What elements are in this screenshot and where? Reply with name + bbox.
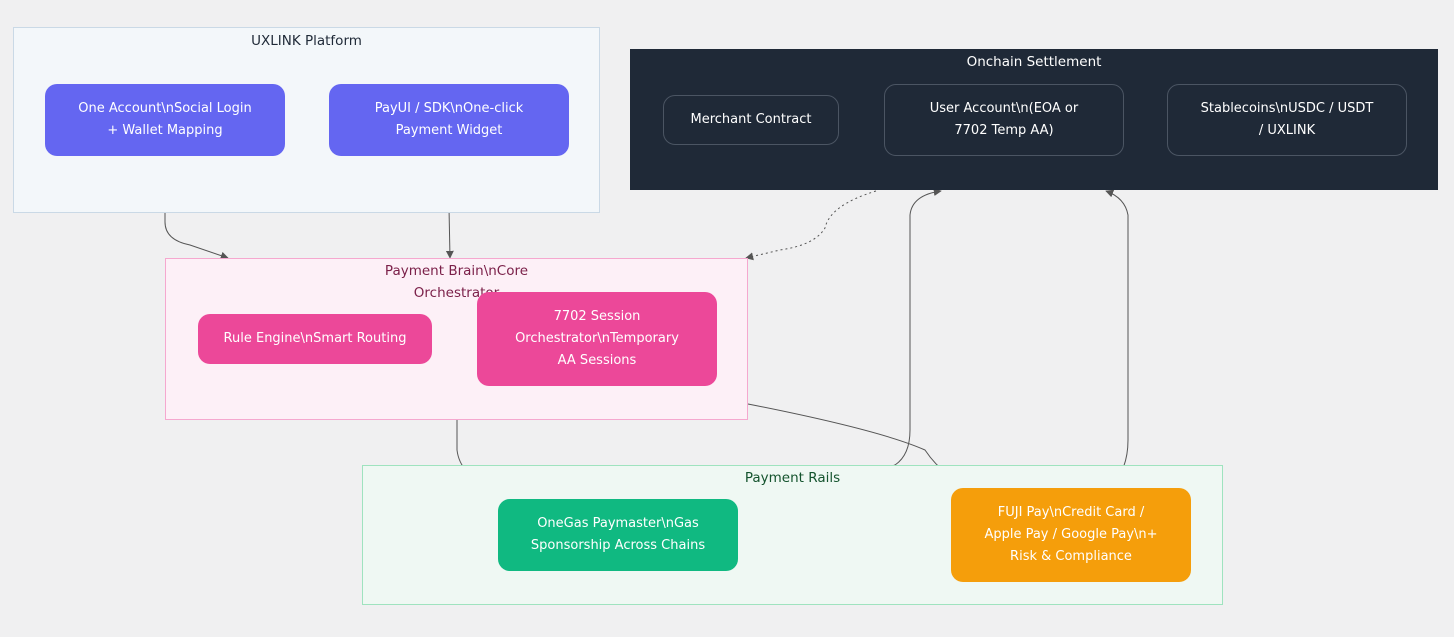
node-one-account[interactable]: One Account\nSocial Login + Wallet Mappi…	[45, 84, 285, 156]
edge-onchain-settlement-to-payment-brain	[745, 190, 877, 261]
edge-onegas-to-user-account	[737, 188, 942, 508]
node-stablecoins[interactable]: Stablecoins\nUSDC / USDT / UXLINK	[1167, 84, 1407, 156]
edge-fuji-to-stablecoins	[1105, 189, 1129, 489]
node-merchant-contract[interactable]: Merchant Contract	[663, 95, 839, 145]
node-7702-session-orchestrator[interactable]: 7702 Session Orchestrator\nTemporary AA …	[477, 292, 717, 386]
group-title-payment-brain: Payment Brain\nCore Orchestrator	[384, 263, 529, 301]
node-payui-sdk[interactable]: PayUI / SDK\nOne-click Payment Widget	[329, 84, 569, 156]
group-title-payment-rails: Payment Rails	[744, 470, 841, 486]
node-rule-engine[interactable]: Rule Engine\nSmart Routing	[198, 314, 432, 364]
group-title-onchain-settlement: Onchain Settlement	[966, 54, 1102, 70]
node-user-account[interactable]: User Account\n(EOA or 7702 Temp AA)	[884, 84, 1124, 156]
node-onegas-paymaster[interactable]: OneGas Paymaster\nGas Sponsorship Across…	[498, 499, 738, 571]
node-fuji-pay[interactable]: FUJI Pay\nCredit Card / Apple Pay / Goog…	[951, 488, 1191, 582]
group-title-uxlink-platform: UXLINK Platform	[251, 33, 362, 49]
